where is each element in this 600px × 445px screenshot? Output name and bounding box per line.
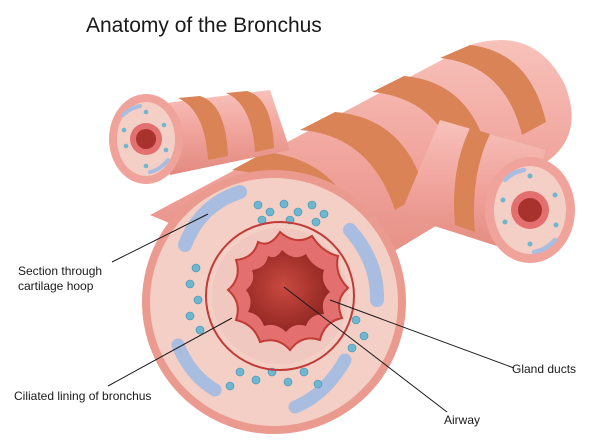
leader-airway [283, 286, 448, 413]
airway-lumen [246, 250, 330, 332]
left-branch [109, 90, 290, 184]
label-cartilage-hoop: Section through cartilage hoop [18, 264, 102, 294]
cartilage-plates [171, 185, 385, 414]
label-gland-ducts: Gland ducts [512, 362, 577, 376]
gland-cluster [185, 199, 369, 391]
label-airway: Airway [444, 413, 481, 427]
label-cartilage-line1: Section through [18, 264, 103, 278]
leader-gland-ducts [329, 299, 515, 369]
right-branch [400, 120, 575, 263]
page-title: Anatomy of the Bronchus [86, 14, 322, 37]
leader-ciliated [107, 317, 233, 387]
main-cross-section [142, 170, 406, 434]
label-leader-lines [107, 213, 515, 413]
label-cartilage-line2: cartilage hoop [18, 279, 94, 293]
label-ciliated-lining: Ciliated lining of bronchus [14, 389, 152, 403]
leader-cartilage [111, 213, 209, 263]
